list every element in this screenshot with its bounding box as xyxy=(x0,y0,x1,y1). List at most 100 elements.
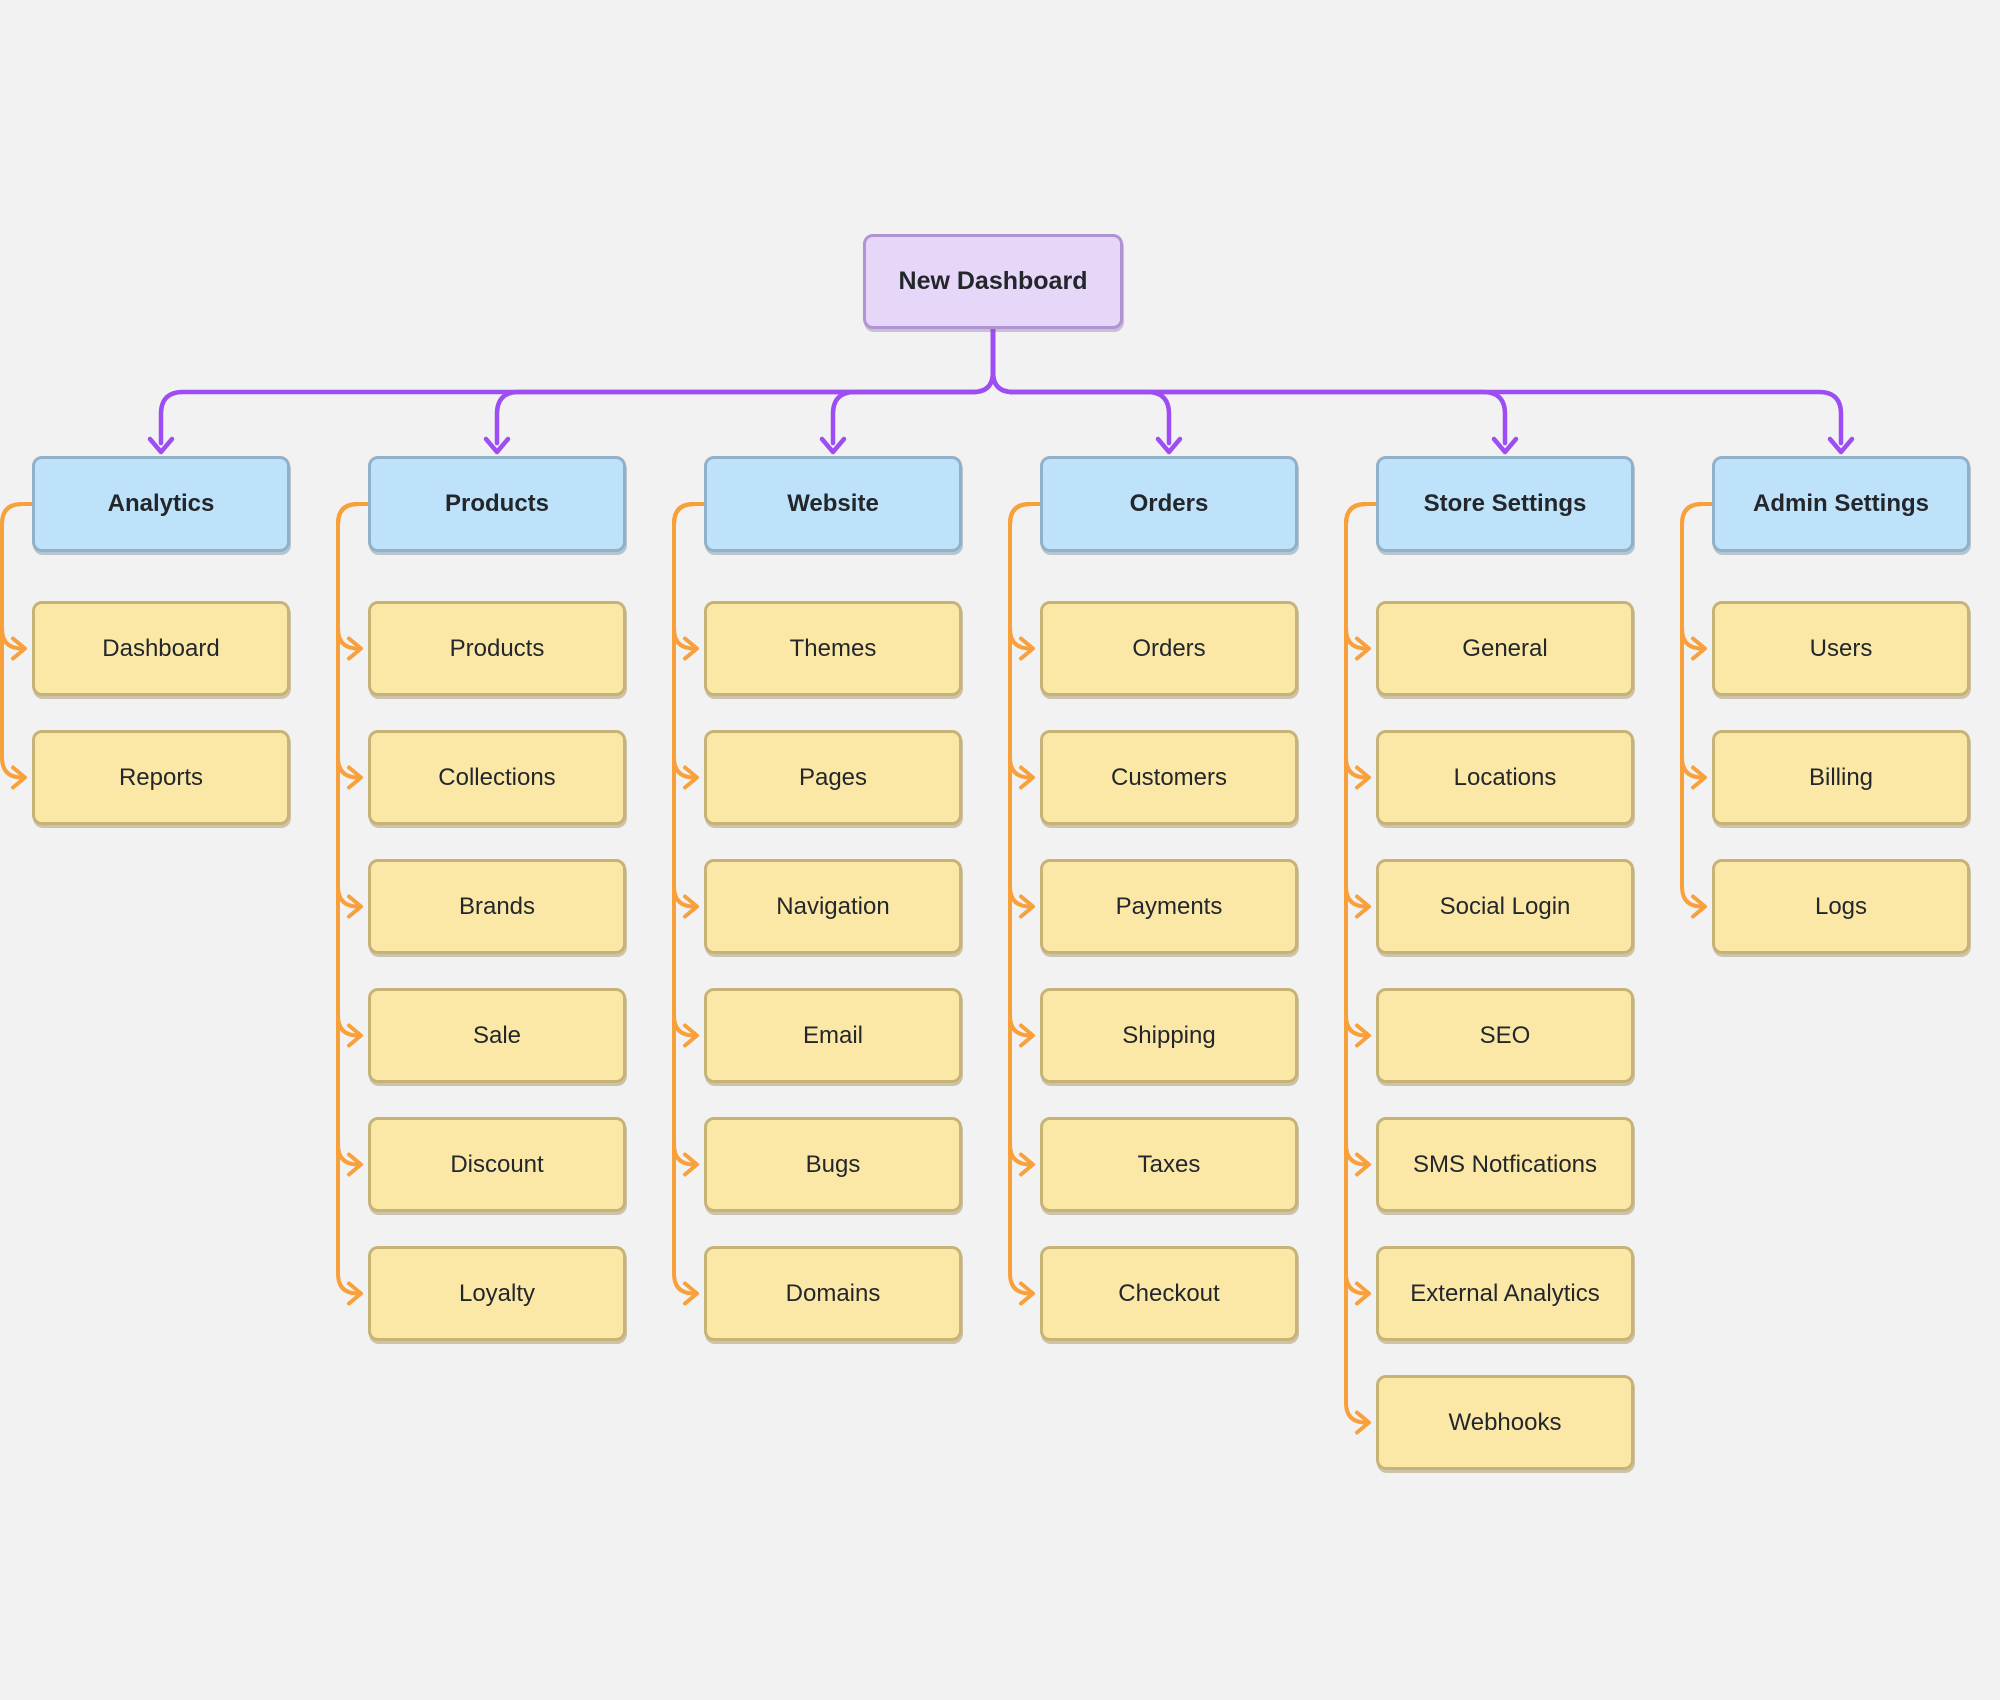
orange-arrowhead-admin-settings-users xyxy=(1691,636,1707,661)
purple-connector-products xyxy=(494,326,996,446)
orange-connector-website-pages xyxy=(672,502,706,780)
node-orders-shipping[interactable]: Shipping xyxy=(1040,988,1298,1083)
node-products-products[interactable]: Products xyxy=(368,601,626,696)
node-analytics-dashboard[interactable]: Dashboard xyxy=(32,601,290,696)
orange-arrowhead-website-bugs xyxy=(683,1152,699,1177)
orange-connector-products-discount xyxy=(336,502,370,1167)
orange-arrowhead-website-email xyxy=(683,1023,699,1048)
orange-connector-website-bugs xyxy=(672,502,706,1167)
node-products-loyalty[interactable]: Loyalty xyxy=(368,1246,626,1341)
orange-arrowhead-products-brands xyxy=(347,894,363,919)
orange-arrowhead-products-sale xyxy=(347,1023,363,1048)
orange-arrowhead-store-settings-sms-notfications xyxy=(1355,1152,1371,1177)
section-header-admin-settings[interactable]: Admin Settings xyxy=(1712,456,1970,552)
orange-arrowhead-orders-customers xyxy=(1019,765,1035,790)
orange-arrowhead-products-loyalty xyxy=(347,1281,363,1306)
orange-arrowhead-store-settings-seo xyxy=(1355,1023,1371,1048)
node-website-bugs[interactable]: Bugs xyxy=(704,1117,962,1212)
orange-connector-store-settings-webhooks xyxy=(1344,502,1378,1425)
orange-arrowhead-analytics-reports xyxy=(11,765,27,790)
orange-arrowhead-orders-checkout xyxy=(1019,1281,1035,1306)
orange-arrowhead-orders-payments xyxy=(1019,894,1035,919)
node-orders-checkout[interactable]: Checkout xyxy=(1040,1246,1298,1341)
purple-arrowhead-products xyxy=(483,436,511,455)
node-orders-taxes[interactable]: Taxes xyxy=(1040,1117,1298,1212)
orange-arrowhead-orders-orders xyxy=(1019,636,1035,661)
section-header-website[interactable]: Website xyxy=(704,456,962,552)
orange-connector-products-collections xyxy=(336,502,370,780)
node-website-navigation[interactable]: Navigation xyxy=(704,859,962,954)
orange-arrowhead-products-collections xyxy=(347,765,363,790)
orange-connector-orders-orders xyxy=(1008,502,1042,651)
orange-connector-store-settings-sms-notfications xyxy=(1344,502,1378,1167)
node-store-settings-external-analytics[interactable]: External Analytics xyxy=(1376,1246,1634,1341)
node-analytics-reports[interactable]: Reports xyxy=(32,730,290,825)
node-store-settings-general[interactable]: General xyxy=(1376,601,1634,696)
orange-connector-products-products xyxy=(336,502,370,651)
section-header-store-settings[interactable]: Store Settings xyxy=(1376,456,1634,552)
orange-connector-store-settings-general xyxy=(1344,502,1378,651)
node-website-email[interactable]: Email xyxy=(704,988,962,1083)
orange-connector-orders-shipping xyxy=(1008,502,1042,1038)
orange-connector-products-brands xyxy=(336,502,370,909)
orange-arrowhead-website-pages xyxy=(683,765,699,790)
orange-arrowhead-store-settings-general xyxy=(1355,636,1371,661)
node-store-settings-sms-notfications[interactable]: SMS Notfications xyxy=(1376,1117,1634,1212)
section-header-products[interactable]: Products xyxy=(368,456,626,552)
orange-arrowhead-store-settings-external-analytics xyxy=(1355,1281,1371,1306)
section-header-analytics[interactable]: Analytics xyxy=(32,456,290,552)
orange-arrowhead-website-themes xyxy=(683,636,699,661)
node-store-settings-social-login[interactable]: Social Login xyxy=(1376,859,1634,954)
orange-arrowhead-admin-settings-logs xyxy=(1691,894,1707,919)
section-header-orders[interactable]: Orders xyxy=(1040,456,1298,552)
purple-arrowhead-orders xyxy=(1155,436,1183,455)
node-store-settings-webhooks[interactable]: Webhooks xyxy=(1376,1375,1634,1470)
node-new-dashboard[interactable]: New Dashboard xyxy=(863,234,1123,329)
purple-connector-orders xyxy=(990,326,1172,446)
orange-connector-store-settings-locations xyxy=(1344,502,1378,780)
orange-connector-products-sale xyxy=(336,502,370,1038)
orange-connector-website-themes xyxy=(672,502,706,651)
node-admin-settings-billing[interactable]: Billing xyxy=(1712,730,1970,825)
node-products-collections[interactable]: Collections xyxy=(368,730,626,825)
orange-connector-admin-settings-billing xyxy=(1680,502,1714,780)
node-orders-customers[interactable]: Customers xyxy=(1040,730,1298,825)
purple-arrowhead-admin-settings xyxy=(1827,436,1855,455)
node-products-sale[interactable]: Sale xyxy=(368,988,626,1083)
node-products-discount[interactable]: Discount xyxy=(368,1117,626,1212)
node-orders-payments[interactable]: Payments xyxy=(1040,859,1298,954)
orange-connector-products-loyalty xyxy=(336,502,370,1296)
orange-connector-orders-taxes xyxy=(1008,502,1042,1167)
purple-connector-analytics xyxy=(158,326,996,446)
purple-arrowhead-store-settings xyxy=(1491,436,1519,455)
orange-connector-website-navigation xyxy=(672,502,706,909)
node-website-pages[interactable]: Pages xyxy=(704,730,962,825)
purple-connector-admin-settings xyxy=(990,326,1844,446)
orange-connector-admin-settings-users xyxy=(1680,502,1714,651)
purple-connector-store-settings xyxy=(990,326,1508,446)
orange-arrowhead-website-domains xyxy=(683,1281,699,1306)
node-admin-settings-users[interactable]: Users xyxy=(1712,601,1970,696)
orange-connector-analytics-reports xyxy=(0,502,34,780)
node-store-settings-seo[interactable]: SEO xyxy=(1376,988,1634,1083)
orange-arrowhead-store-settings-locations xyxy=(1355,765,1371,790)
node-store-settings-locations[interactable]: Locations xyxy=(1376,730,1634,825)
orange-arrowhead-orders-taxes xyxy=(1019,1152,1035,1177)
node-products-brands[interactable]: Brands xyxy=(368,859,626,954)
orange-arrowhead-store-settings-social-login xyxy=(1355,894,1371,919)
node-admin-settings-logs[interactable]: Logs xyxy=(1712,859,1970,954)
orange-arrowhead-analytics-dashboard xyxy=(11,636,27,661)
orange-connector-website-domains xyxy=(672,502,706,1296)
orange-arrowhead-products-discount xyxy=(347,1152,363,1177)
orange-connector-store-settings-external-analytics xyxy=(1344,502,1378,1296)
orange-connector-store-settings-seo xyxy=(1344,502,1378,1038)
node-website-domains[interactable]: Domains xyxy=(704,1246,962,1341)
purple-arrowhead-analytics xyxy=(147,436,175,455)
orange-connector-orders-checkout xyxy=(1008,502,1042,1296)
node-website-themes[interactable]: Themes xyxy=(704,601,962,696)
orange-arrowhead-admin-settings-billing xyxy=(1691,765,1707,790)
node-orders-orders[interactable]: Orders xyxy=(1040,601,1298,696)
orange-arrowhead-orders-shipping xyxy=(1019,1023,1035,1048)
orange-arrowhead-store-settings-webhooks xyxy=(1355,1410,1371,1435)
